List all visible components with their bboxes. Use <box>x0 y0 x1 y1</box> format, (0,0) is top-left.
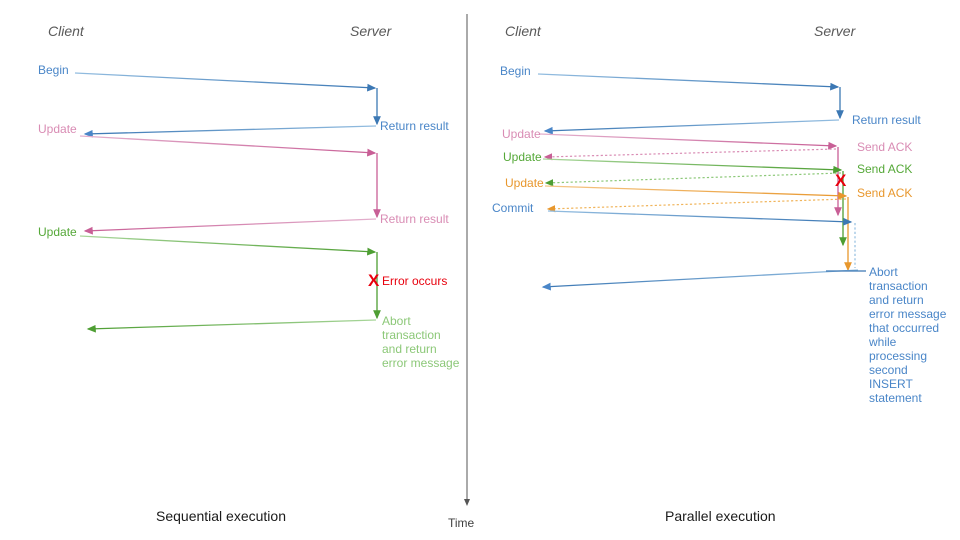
left-panel-wires <box>74 72 381 333</box>
arrow-return-result-1-left <box>83 125 377 138</box>
right-label-update-pink: Update <box>502 127 541 141</box>
right-actor-client: Client <box>505 23 541 39</box>
arrow-ack-orange-right <box>546 198 847 213</box>
left-label-return-result-1: Return result <box>380 119 449 133</box>
right-actor-server: Server <box>814 23 856 39</box>
right-label-send-ack-3: Send ACK <box>857 186 913 200</box>
left-label-error-occurs: Error occurs <box>382 274 448 288</box>
arrow-commit-right <box>547 210 853 226</box>
error-x-icon-right: X <box>835 171 847 190</box>
left-panel-caption: Sequential execution <box>156 508 286 524</box>
left-actor-server: Server <box>350 23 392 39</box>
right-label-return-result: Return result <box>852 113 921 127</box>
arrow-ack-green-right <box>544 172 842 187</box>
right-label-update-green: Update <box>503 150 542 164</box>
arrow-return-result-right <box>543 119 840 135</box>
right-label-send-ack-2: Send ACK <box>857 162 913 176</box>
right-label-send-ack-1: Send ACK <box>857 140 913 154</box>
arrow-update-green-left <box>79 235 377 256</box>
left-note-abort: Abort transaction and return error messa… <box>382 314 460 370</box>
time-axis-label: Time <box>448 516 475 530</box>
right-panel-wires <box>537 73 866 291</box>
error-x-icon-left: X <box>368 271 380 290</box>
arrow-begin-right <box>537 73 840 91</box>
arrow-update-orange-right <box>544 185 848 200</box>
left-label-update-green: Update <box>38 225 77 239</box>
arrow-update-pink-left <box>79 135 377 157</box>
arrow-ack-pink-right <box>543 148 837 161</box>
arrow-return-result-2-left <box>83 218 377 235</box>
arrow-abort-right <box>541 269 859 291</box>
left-label-update-pink: Update <box>38 122 77 136</box>
right-label-commit: Commit <box>492 201 534 215</box>
arrow-update-pink-right <box>539 133 838 150</box>
arrow-update-green-right <box>542 158 843 174</box>
right-panel-caption: Parallel execution <box>665 508 776 524</box>
arrow-abort-left <box>86 319 377 333</box>
left-actor-client: Client <box>48 23 84 39</box>
right-label-update-orange: Update <box>505 176 544 190</box>
right-label-begin: Begin <box>500 64 531 78</box>
left-label-return-result-2: Return result <box>380 212 449 226</box>
right-note-abort: Abort transaction and return error messa… <box>869 265 947 405</box>
left-label-begin: Begin <box>38 63 69 77</box>
arrow-begin-left <box>74 72 377 92</box>
